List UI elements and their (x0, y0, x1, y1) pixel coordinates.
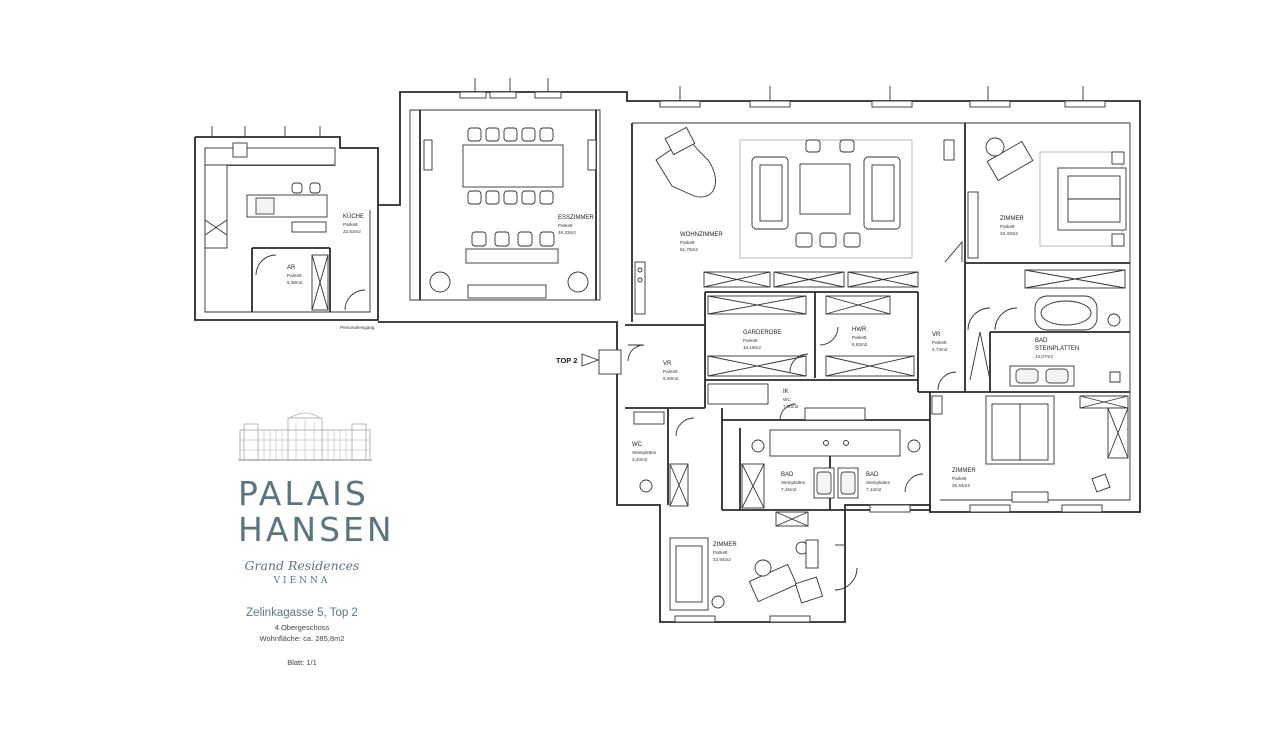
room-label-wc: WC Steinplatten 3,43m2 (632, 442, 657, 462)
room-label-ar: AR Parkett 5,38m2 (287, 265, 303, 285)
svg-text:Parkett: Parkett (932, 340, 947, 345)
svg-text:Steinplatten: Steinplatten (781, 480, 806, 485)
brand-city: VIENNA (273, 576, 331, 586)
room-label-hwr: HWR Parkett 8,62m2 (852, 327, 868, 347)
svg-text:Steinplatten: Steinplatten (632, 450, 657, 455)
svg-text:ZIMMER: ZIMMER (1000, 216, 1024, 222)
bedroom-se-furniture (931, 395, 1129, 503)
svg-text:9,48m2: 9,48m2 (663, 376, 679, 381)
svg-text:AR: AR (287, 265, 296, 271)
windows (211, 78, 1106, 623)
room-label-esszimmer: ESSZIMMER Parkett 46,33m2 (558, 215, 594, 235)
svg-text:16,19m2: 16,19m2 (743, 345, 761, 350)
central-baths-fixtures (707, 383, 924, 509)
top2-label: TOP 2 (556, 356, 577, 365)
room-label-bad-mid1: BAD Steinplatten 7,16m2 (781, 472, 806, 492)
svg-text:IK: IK (783, 389, 789, 395)
svg-text:Parkett: Parkett (343, 222, 358, 227)
svg-text:Parkett: Parkett (743, 338, 758, 343)
svg-text:5,38m2: 5,38m2 (287, 280, 303, 285)
svg-text:Parkett: Parkett (1000, 224, 1015, 229)
svg-text:22,94m2: 22,94m2 (713, 557, 731, 562)
svg-text:46,33m2: 46,33m2 (558, 230, 576, 235)
svg-text:BAD: BAD (866, 472, 879, 478)
palace-logo (238, 412, 372, 461)
svg-text:WC: WC (783, 397, 791, 402)
floor-text: 4.Obergeschoss (274, 623, 330, 632)
brand-name-line2: HANSEN (238, 510, 395, 549)
svg-text:61,75m2: 61,75m2 (680, 247, 698, 252)
svg-text:Parkett: Parkett (952, 476, 967, 481)
brand-name-line1: PALAIS (238, 474, 369, 513)
room-label-vr-left: VR Parkett 9,48m2 (663, 361, 679, 381)
svg-text:BAD: BAD (781, 472, 794, 478)
room-label-wohnzimmer: WOHNZIMMER Parkett 61,75m2 (680, 232, 723, 252)
svg-text:3,43m2: 3,43m2 (632, 457, 648, 462)
room-label-kueche: KÜCHE Parkett 22,63m2 (343, 213, 364, 234)
room-label-zimmer-ne: ZIMMER Parkett 33,43m2 (1000, 216, 1024, 236)
room-label-vr-right: VR Parkett 4,73m2 (932, 332, 948, 352)
bathroom-right-fixtures (937, 295, 1121, 391)
wardrobe-strip (703, 271, 919, 377)
svg-text:BAD: BAD (1035, 338, 1048, 344)
svg-text:7,00m2: 7,00m2 (783, 404, 799, 409)
bedroom-s-furniture (669, 511, 858, 611)
svg-text:8,62m2: 8,62m2 (852, 342, 868, 347)
svg-text:ESSZIMMER: ESSZIMMER (558, 215, 594, 221)
svg-text:7,14m2: 7,14m2 (866, 487, 882, 492)
svg-text:Parkett: Parkett (852, 335, 867, 340)
entrance-label: Personaleingang (340, 325, 375, 330)
kitchen-furniture (204, 142, 366, 311)
svg-text:WOHNZIMMER: WOHNZIMMER (680, 232, 723, 238)
svg-text:Parkett: Parkett (680, 240, 695, 245)
svg-text:Parkett: Parkett (558, 223, 573, 228)
room-label-garderobe: GARDEROBE Parkett 16,19m2 (743, 330, 781, 350)
svg-text:ZIMMER: ZIMMER (952, 468, 976, 474)
svg-text:WC: WC (632, 442, 643, 448)
svg-text:33,43m2: 33,43m2 (1000, 231, 1018, 236)
svg-text:22,63m2: 22,63m2 (343, 229, 361, 234)
room-labels: KÜCHE Parkett 22,63m2 AR Parkett 5,38m2 … (287, 213, 1079, 562)
svg-text:Parkett: Parkett (713, 550, 728, 555)
brand-tagline: Grand Residences (244, 558, 360, 573)
svg-text:HWR: HWR (852, 327, 867, 333)
bedroom-ne-furniture (967, 137, 1127, 289)
living-furniture (634, 126, 963, 315)
svg-text:Parkett: Parkett (287, 273, 302, 278)
svg-text:KÜCHE: KÜCHE (343, 213, 364, 220)
room-label-ik: IK WC 7,00m2 (783, 389, 799, 409)
svg-text:Steinplatten: Steinplatten (866, 480, 891, 485)
room-label-bad-right: BAD Steinplatten 13,07m2 (1035, 338, 1079, 359)
sheet-text: Blatt: 1/1 (287, 658, 317, 667)
svg-text:VR: VR (663, 361, 672, 367)
svg-text:GARDEROBE: GARDEROBE (743, 330, 781, 336)
room-label-zimmer-se: ZIMMER Parkett 25,94m2 (952, 468, 976, 488)
dining-furniture (423, 127, 597, 299)
svg-text:4,73m2: 4,73m2 (932, 347, 948, 352)
room-label-zimmer-s: ZIMMER Parkett 22,94m2 (713, 542, 737, 562)
svg-text:7,16m2: 7,16m2 (781, 487, 797, 492)
vr-wc-fixtures (581, 344, 695, 507)
svg-text:VR: VR (932, 332, 941, 338)
room-label-bad-mid2: BAD Steinplatten 7,14m2 (866, 472, 891, 492)
svg-text:ZIMMER: ZIMMER (713, 542, 737, 548)
address-text: Zelinkagasse 5, Top 2 (246, 607, 358, 619)
svg-text:Parkett: Parkett (663, 369, 678, 374)
svg-text:25,94m2: 25,94m2 (952, 483, 970, 488)
living-area-text: Wohnfläche: ca. 285,8m2 (259, 634, 345, 643)
svg-text:Steinplatten: Steinplatten (1035, 346, 1079, 352)
svg-text:13,07m2: 13,07m2 (1035, 354, 1053, 359)
